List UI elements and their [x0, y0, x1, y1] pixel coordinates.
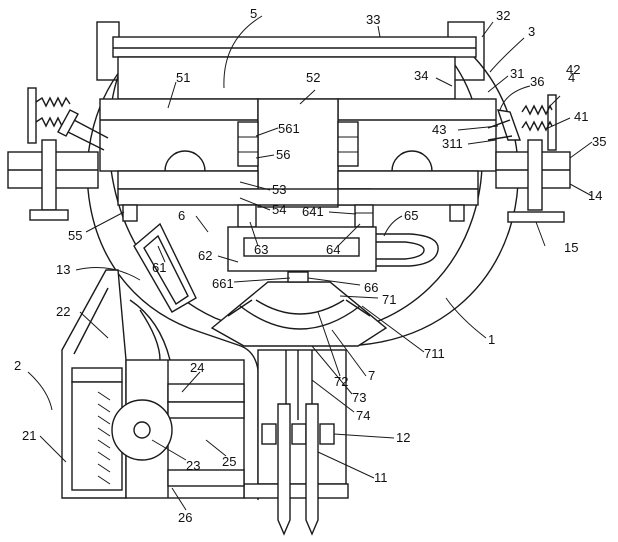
label-72: 72 — [334, 374, 348, 389]
post-right — [528, 140, 542, 210]
plate-54 — [118, 189, 370, 205]
label-43: 43 — [432, 122, 446, 137]
label-1: 1 — [488, 332, 495, 347]
label-11: 11 — [374, 470, 388, 485]
spring-left-1 — [36, 98, 70, 106]
side-unit-2 — [62, 270, 244, 498]
label-13: 13 — [56, 262, 70, 277]
plate-53-right — [338, 171, 478, 189]
housing-11 — [258, 350, 346, 484]
bar-24 — [168, 384, 244, 402]
block-51-right — [338, 99, 496, 171]
label-661: 661 — [212, 276, 234, 291]
base-plate — [244, 484, 348, 498]
label-12: 12 — [396, 430, 410, 445]
label-711: 711 — [424, 346, 445, 361]
label-24: 24 — [190, 360, 204, 375]
gear-hub — [134, 422, 150, 438]
label-21: 21 — [22, 428, 36, 443]
foot-55-left — [123, 205, 137, 221]
label-74: 74 — [356, 408, 370, 423]
lower-assembly — [244, 350, 348, 534]
label-311: 311 — [442, 136, 463, 151]
plate-53-left — [118, 171, 258, 189]
clamp-pad-43 — [498, 110, 520, 140]
label-73: 73 — [352, 390, 366, 405]
handle-65 — [376, 234, 438, 266]
pole-left — [28, 88, 36, 143]
label-41: 41 — [574, 109, 588, 124]
top-plate — [113, 37, 476, 57]
label-6: 6 — [178, 208, 185, 223]
bar-26 — [168, 470, 244, 486]
chamber-5 — [118, 57, 455, 99]
slider-561-left — [238, 122, 258, 166]
label-51: 51 — [176, 70, 190, 85]
foot-55-right — [450, 205, 464, 221]
label-36: 36 — [530, 74, 544, 89]
label-561: 561 — [278, 121, 300, 136]
label-33: 33 — [366, 12, 380, 27]
label-54: 54 — [272, 202, 286, 217]
label-61: 61 — [152, 260, 166, 275]
label-65: 65 — [404, 208, 418, 223]
label-14: 14 — [588, 188, 602, 203]
label-31: 31 — [510, 66, 524, 81]
label-53: 53 — [272, 182, 286, 197]
label-35: 35 — [592, 134, 606, 149]
label-34: 34 — [414, 68, 428, 83]
label-66: 66 — [364, 280, 378, 295]
label-32: 32 — [496, 8, 510, 23]
label-2: 2 — [14, 358, 21, 373]
label-26: 26 — [178, 510, 192, 525]
slider-561-right — [338, 122, 358, 166]
cup-assembly-7 — [212, 272, 386, 346]
probe-left — [278, 404, 290, 534]
clip-12b — [292, 424, 306, 444]
base-left — [30, 210, 68, 220]
label-15: 15 — [564, 240, 578, 255]
stud-641 — [355, 205, 373, 227]
label-23: 23 — [186, 458, 200, 473]
label-71: 71 — [382, 292, 396, 307]
label-56: 56 — [276, 147, 290, 162]
base-15 — [508, 212, 564, 222]
post-left — [42, 140, 56, 210]
label-42: 42 — [566, 62, 580, 77]
label-22: 22 — [56, 304, 70, 319]
label-64: 64 — [326, 242, 340, 257]
bar-22 — [72, 368, 122, 382]
stud-left — [238, 205, 256, 227]
label-7: 7 — [368, 368, 375, 383]
label-3: 3 — [528, 24, 535, 39]
label-25: 25 — [222, 454, 236, 469]
label-641: 641 — [302, 204, 324, 219]
label-52: 52 — [306, 70, 320, 85]
block-51-left — [100, 99, 258, 171]
clip-12a — [262, 424, 276, 444]
label-55: 55 — [68, 228, 82, 243]
label-63: 63 — [254, 242, 268, 257]
label-5: 5 — [250, 6, 257, 21]
clip-12c — [320, 424, 334, 444]
label-62: 62 — [198, 248, 212, 263]
probe-right — [306, 404, 318, 534]
nozzle-661 — [288, 272, 308, 282]
